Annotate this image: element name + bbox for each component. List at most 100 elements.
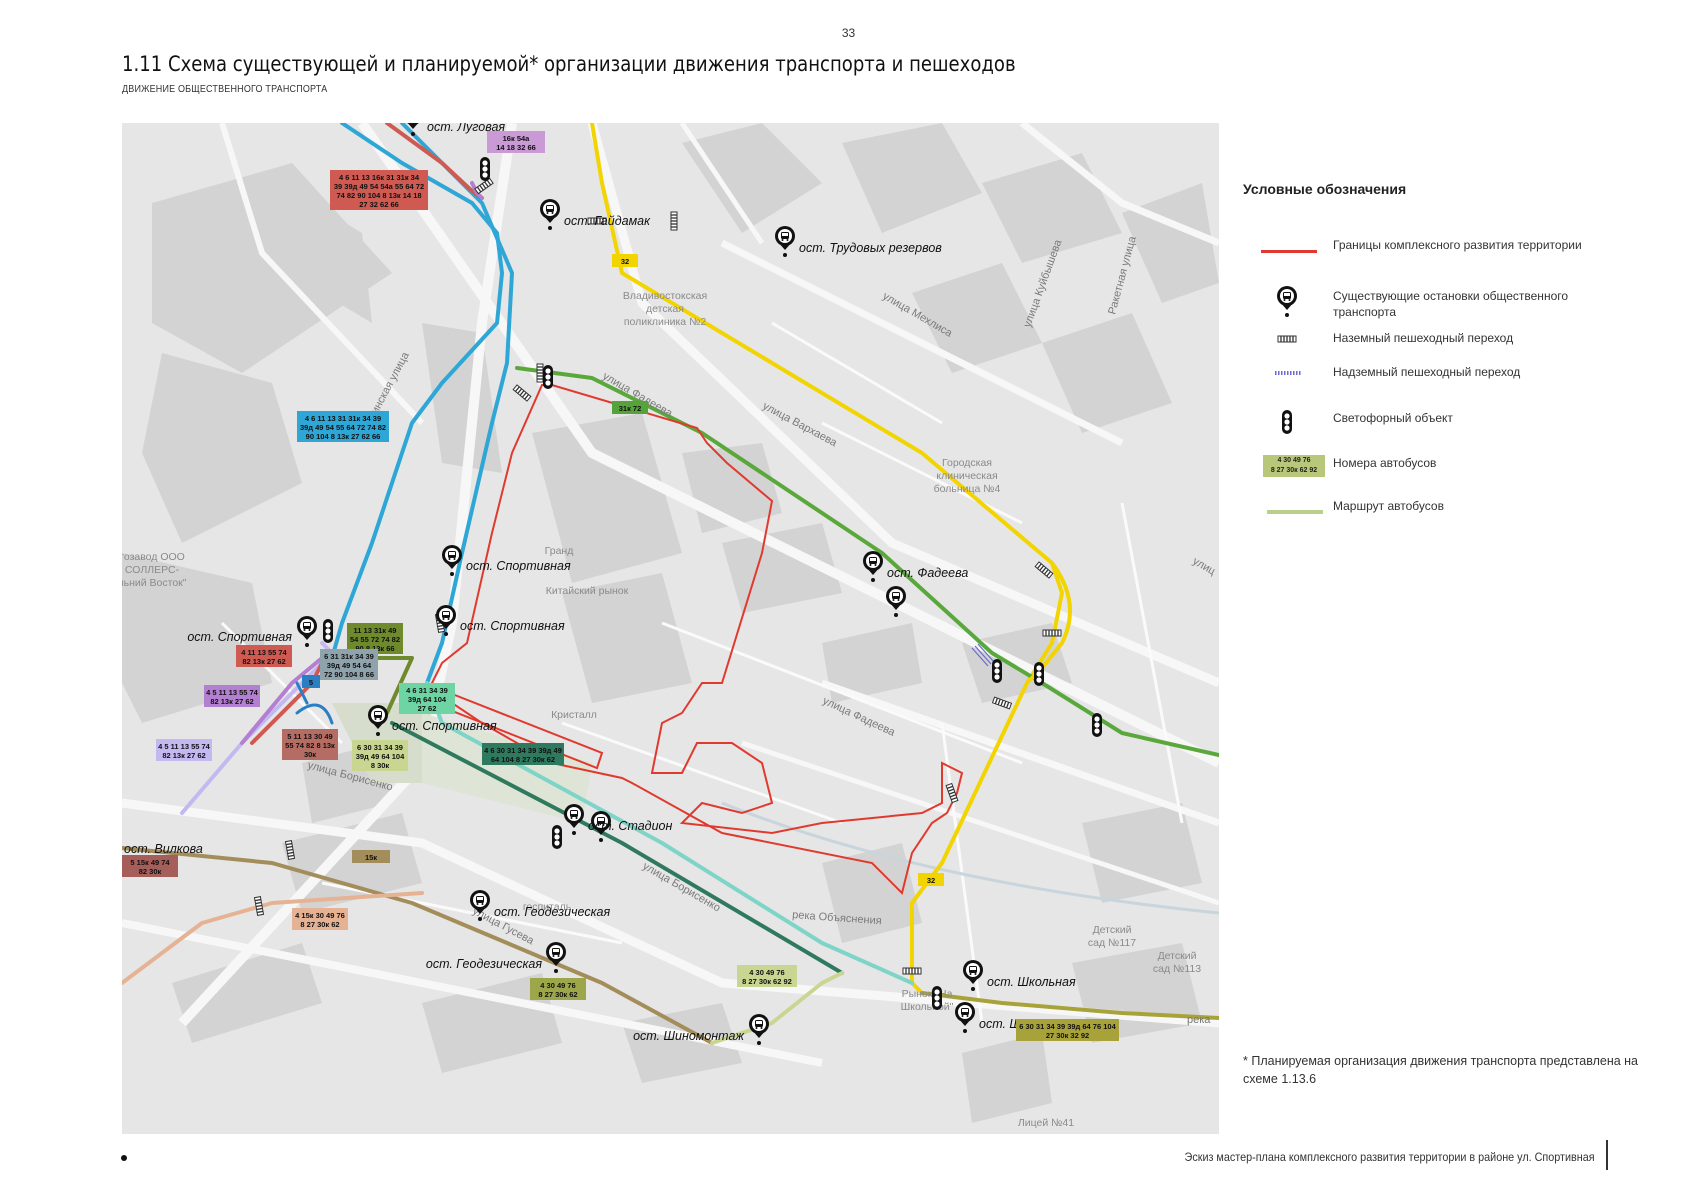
stop-label: ост. Фадеева [887,566,968,580]
place-labels: Владивостокская детская поликлиника №2 Г… [122,290,1201,1129]
legend-label: Надземный пешеходный переход [1333,365,1521,379]
page-subtitle: ДВИЖЕНИЕ ОБЩЕСТВЕННОГО ТРАНСПОРТА [122,84,328,95]
route-numbers: 54 55 72 74 82 [350,635,400,644]
stop-label: ост. Трудовых резервов [799,241,942,255]
route-numbers: 74 82 90 104 8 13к 14 18 [336,191,421,200]
page-number: 33 [841,26,856,40]
route-numbers: 5 15к 49 74 [130,858,170,867]
place-label: Школьной" [901,1001,954,1013]
route-numbers: 4 6 11 13 16к 31 31к 34 [339,173,420,182]
route-numbers: 31к 72 [619,404,642,413]
route-peach [122,891,424,985]
route-numbers: 4 6 11 13 31 31к 34 39 [305,414,381,423]
route-numbers: 82 13к 27 62 [242,657,285,666]
stop-labels: ост. Луговая ост. Гайдамак ост. Трудовых… [124,123,1076,1043]
route-numbers: 8 27 30к 62 [538,990,577,999]
place-label: тозавод ООО [122,551,185,563]
route-numbers: 64 104 8 27 30к 62 [491,755,555,764]
street-label: улица Фадеева [821,695,898,739]
route-numbers: 39д 49 64 104 [356,752,405,761]
place-label: сад №117 [1088,937,1136,949]
route-box: 4 15к 30 49 768 27 30к 62 [292,908,348,930]
place-label: Китайский рынок [546,585,629,597]
route-darkgreen [390,721,844,975]
route-numbers: 4 30 49 76 [540,981,575,990]
page-title: 1.11 Схема существующей и планируемой* о… [122,52,1016,76]
route-numbers: 8 30к [371,761,390,770]
route-numbers: 8 27 30к 62 [300,920,339,929]
route-numbers: 72 90 104 8 66 [324,670,374,679]
route-numbers: 4 6 31 34 39 [406,686,448,695]
route-numbers: 39 39д 49 54 54а 55 64 72 [334,182,424,191]
street-label: улица Борисенко [641,860,723,914]
route-numbers: 30к [304,750,316,759]
route-numbers: 5 [309,678,313,687]
street-label: Ракетная улица [1106,234,1139,315]
route-box: 4 30 49 768 27 30к 62 [530,978,586,1000]
route-sage [710,971,844,1045]
place-label: Рынок "На [902,988,953,1000]
stop-label: ост. Геодезическая [426,957,542,971]
stop-label: ост. Гайдамак [564,214,651,228]
place-label: льний Восток" [122,577,187,589]
route-blue [330,123,504,660]
route-olive-2 [920,991,1219,1020]
street-label: река [1187,1014,1211,1026]
stop-label: ост. Школьная [987,975,1076,989]
footer-text: Эскиз мастер-плана комплексного развития… [1184,1150,1595,1164]
route-brown [122,846,714,1045]
route-numbers: 27 30к 32 92 [1046,1031,1089,1040]
place-label: госпиталь [523,901,572,913]
boundary-swatch [1261,250,1317,253]
route-box: 32 [612,254,638,267]
streets [122,123,1219,1067]
map-canvas: улица Мехлиса улица Куйбышева Ракетная у… [122,123,1219,1129]
route-box: 5 [302,675,320,688]
bus-stop-icon [1277,286,1298,317]
route-numbers: 32 [927,876,935,885]
route-numbers: 55 74 82 8 13к [285,741,335,750]
legend-stop: Существующие остановки общественного тра… [1243,286,1603,319]
route-box: 31к 72 [612,401,648,414]
legend-label: Существующие остановки общественного тра… [1333,289,1569,319]
stop-label: ост. Стадион [588,819,672,833]
legend-bus-route: Маршрут автобусов [1243,498,1603,528]
route-numbers: 39д 64 104 [408,695,447,704]
route-numbers: 5 11 13 30 49 [287,732,332,741]
route-numbers: 4 5 11 13 55 74 [206,688,259,697]
route-numbers: 4 15к 30 49 76 [295,911,345,920]
route-numbers: 4 11 13 55 74 [241,648,287,657]
route-box: 15к [352,850,390,863]
place-label: Городская [942,457,992,469]
route-numbers: 4 5 11 13 55 74 [158,742,211,751]
place-label: клиническая [936,470,997,482]
footer-dot [121,1155,127,1161]
route-blue-loop [295,703,334,725]
route-numbers: 14 18 32 66 [496,143,536,152]
place-label: Гранд [545,545,574,557]
overpass-icon [1275,371,1301,375]
stop-label: ост. Спортивная [466,559,571,573]
legend-title: Условные обозначения [1243,181,1407,197]
place-label: поликлиника №2 [624,316,706,328]
route-numbers: 6 30 31 34 39 39д 64 76 104 [1019,1022,1116,1031]
traffic-light-icon [1282,410,1292,434]
route-numbers: 39д 49 54 55 64 72 74 82 [300,423,386,432]
transport-map[interactable]: улица Мехлиса улица Куйбышева Ракетная у… [122,123,1219,1134]
route-numbers: 6 31 31к 34 39 [324,652,374,661]
place-label: Владивостокская [623,290,707,302]
stop-label: ост. Геодезическая [494,905,610,919]
legend-boundary: Границы комплексного развития территории [1243,237,1603,267]
route-numbers: 82 13к 27 62 [210,697,253,706]
route-numbers: 6 30 31 34 39 [357,743,403,752]
